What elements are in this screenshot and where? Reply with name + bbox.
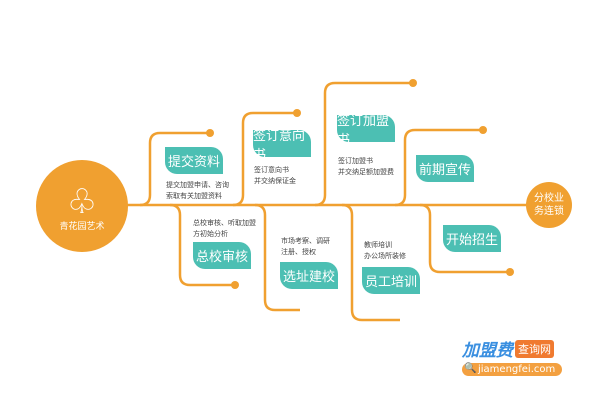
dot (506, 268, 514, 276)
watermark: 加盟费查询网 🔍jiamengfei.com (462, 336, 572, 376)
step-desc: 签订意向书 并交纳保证金 (254, 166, 296, 185)
step-box: 员工培训 (362, 267, 420, 294)
dot (293, 109, 301, 117)
dot (206, 129, 214, 137)
step-desc: 提交加盟申请、咨询 索取有关加盟资料 (166, 181, 229, 200)
watermark-url: jiamengfei.com (478, 364, 556, 375)
dot (409, 79, 417, 87)
step-box: 选址建校 (280, 262, 338, 289)
logo-text: 青花园艺术 (59, 222, 105, 232)
dot (231, 281, 239, 289)
logo: ♧ 青花园艺术 (36, 160, 128, 252)
step-box: 提交资料 (165, 147, 223, 174)
step-box: 签订加盟书 (337, 114, 395, 148)
dot (479, 126, 487, 134)
step-box: 开始招生 (443, 225, 501, 252)
step-desc: 签订加盟书 并交纳足额加盟费 (338, 157, 394, 176)
step-box: 总校审核 (193, 242, 251, 269)
step-desc: 教师培训 办公场所装修 (364, 241, 406, 260)
step-box: 签订意向书 (253, 129, 311, 163)
logo-swirl-icon: ♧ (66, 182, 98, 222)
watermark-tag: 查询网 (515, 340, 554, 358)
end-node: 分校业务连锁 (526, 182, 572, 228)
step-box: 前期宣传 (416, 155, 474, 182)
magnifier-icon: 🔍 (464, 363, 477, 374)
end-text: 分校业务连锁 (534, 193, 564, 217)
step-desc: 总校审核、听取加盟 方初始分析 (193, 219, 256, 238)
watermark-brand: 加盟费 (462, 341, 513, 361)
step-desc: 市场考察、调研 注册、授权 (281, 237, 330, 256)
